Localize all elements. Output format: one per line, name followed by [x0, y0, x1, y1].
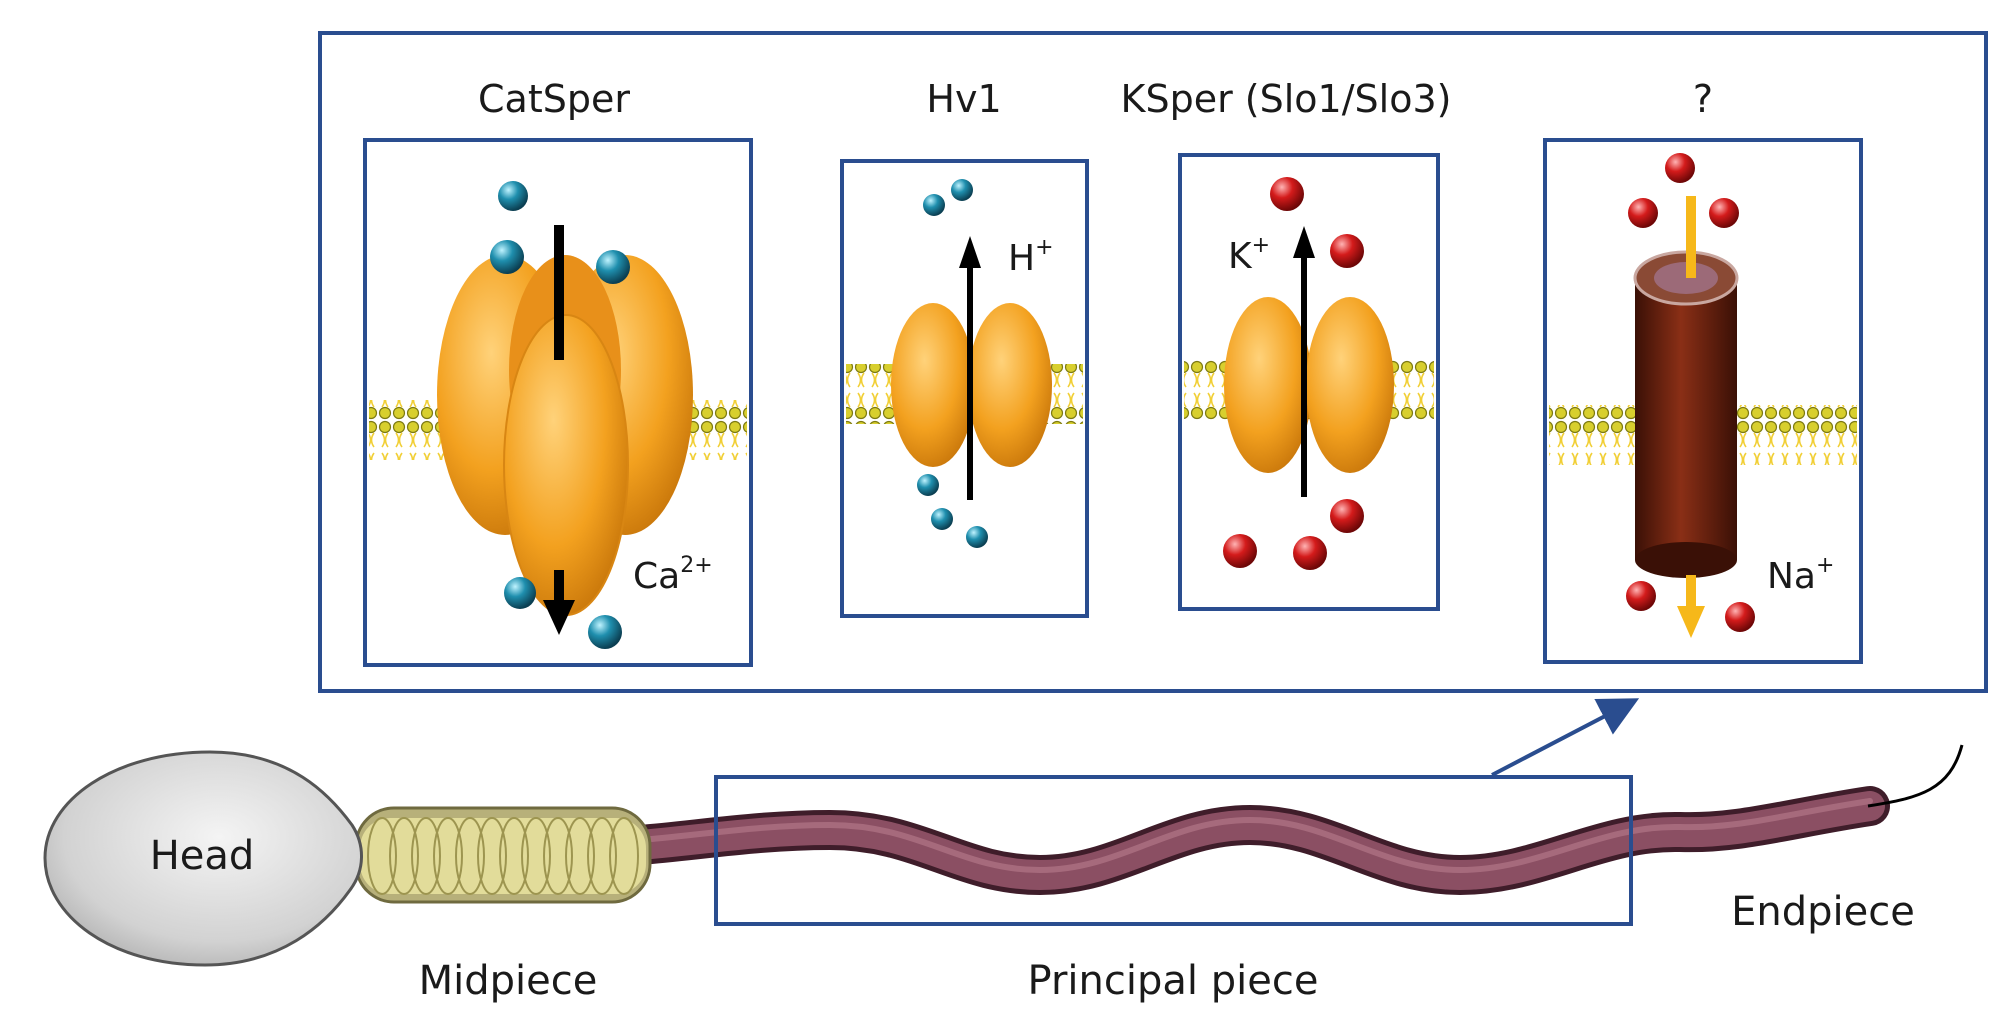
sodium-ion	[1665, 153, 1695, 183]
catsper-subunit	[503, 314, 629, 616]
proton-ion	[951, 179, 973, 201]
channel-title-ksper: KSper (Slo1/Slo3)	[1121, 77, 1452, 121]
ksper-subunit	[1306, 297, 1394, 473]
sodium-ion	[1628, 198, 1658, 228]
ksper-panel: K+	[1178, 153, 1440, 611]
hv1-flux-arrow-head	[959, 236, 981, 268]
potassium-ion	[1223, 534, 1257, 568]
sodium-ion	[1626, 581, 1656, 611]
potassium-ion	[1330, 234, 1364, 268]
hv1-panel: H+	[840, 159, 1089, 618]
channel-title-unknown: ?	[1693, 77, 1713, 121]
calcium-ion	[490, 240, 524, 274]
proton-ion-label: H+	[1008, 235, 1054, 279]
proton-ion	[917, 474, 939, 496]
endpiece-label: Endpiece	[1731, 889, 1915, 935]
sperm-head-label: Head	[150, 833, 255, 879]
calcium-ion	[504, 577, 536, 609]
principal-piece-label: Principal piece	[1028, 958, 1319, 1004]
proton-ion	[923, 194, 945, 216]
midpiece-mitochondria	[367, 817, 639, 895]
catsper-flux-arrow-head	[543, 600, 575, 635]
potassium-ion	[1330, 499, 1364, 533]
sodium-ion	[1725, 602, 1755, 632]
sperm-head	[43, 750, 363, 967]
catsper-panel: Ca2+	[363, 138, 753, 667]
potassium-ion	[1293, 536, 1327, 570]
ksper-subunit	[1224, 297, 1312, 473]
zoom-pointer-arrow	[1491, 698, 1640, 777]
sperm-endpiece-tip	[1867, 744, 1964, 808]
sodium-flux-arrow-head	[1677, 606, 1705, 638]
sperm-cell: Head	[43, 744, 1964, 967]
channel-title-hv1: Hv1	[926, 77, 1001, 121]
calcium-ion-label: Ca2+	[633, 553, 713, 597]
channel-title-catsper: CatSper	[478, 77, 630, 121]
sodium-channel-cylinder-bottom	[1635, 542, 1737, 578]
midpiece-label: Midpiece	[419, 958, 598, 1004]
sperm-flagellum-fill	[625, 791, 1885, 891]
potassium-ion-label: K+	[1228, 233, 1270, 277]
calcium-ion	[588, 615, 622, 649]
calcium-ion	[596, 250, 630, 284]
hv1-subunit	[891, 303, 975, 467]
proton-ion	[966, 526, 988, 548]
ksper-flux-arrow-head	[1293, 226, 1315, 258]
hv1-subunit	[968, 303, 1052, 467]
channel-inset-frame	[318, 31, 1988, 693]
principal-piece-highlight-box	[714, 775, 1633, 926]
calcium-ion	[498, 181, 528, 211]
sperm-midpiece	[354, 806, 652, 904]
sodium-ion	[1709, 198, 1739, 228]
sodium-channel-cylinder	[1635, 278, 1737, 560]
potassium-ion	[1270, 177, 1304, 211]
sperm-flagellum-highlight	[637, 798, 1873, 874]
sodium-ion-label: Na+	[1767, 553, 1834, 597]
sodium-channel-panel: Na+	[1543, 138, 1863, 664]
proton-ion	[931, 508, 953, 530]
